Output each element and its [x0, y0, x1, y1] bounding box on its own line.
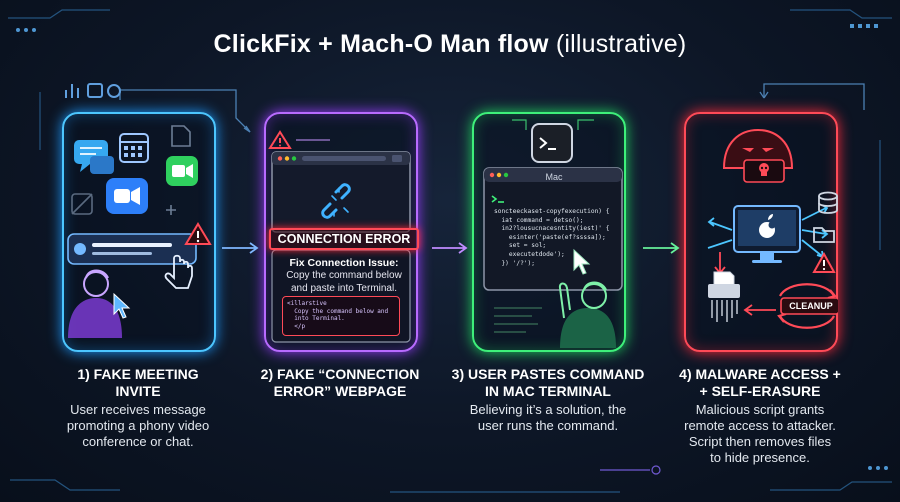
document-icon — [171, 125, 191, 147]
cleanup-label: CLEANUP — [789, 301, 833, 311]
heading-line: 1) FAKE MEETING — [77, 366, 199, 382]
description-line: Malicious script grants — [695, 402, 825, 417]
heading-line: ERROR” WEBPAGE — [273, 383, 407, 399]
arrow-2-3 — [432, 242, 468, 254]
terminal-window — [483, 167, 623, 291]
apple-monitor-icon — [733, 205, 801, 263]
heading-line: 4) MALWARE ACCESS + — [679, 366, 841, 382]
terminal-line: soncteeckaset-copyfexecution) { — [494, 208, 610, 215]
fix-instructions: Copy the command below and paste into Te… — [270, 270, 418, 295]
broken-link-icon — [321, 183, 351, 219]
fix-line: and paste into Terminal. — [291, 282, 397, 294]
chat-bubble-icon — [74, 140, 114, 174]
description-line: conference or chat. — [82, 434, 194, 449]
arrow-1-2 — [222, 242, 259, 254]
title-qualifier: (illustrative) — [555, 30, 687, 58]
calendar-icon — [119, 133, 149, 163]
heading-line: 3) USER PASTES COMMAND — [451, 366, 645, 382]
arrow-3-4 — [643, 242, 680, 254]
heading-line: 2) FAKE “CONNECTION — [260, 366, 420, 382]
terminal-line: executetdode'); — [494, 250, 565, 258]
step-3-illustration — [483, 119, 623, 348]
step-3-description: Believing it’s a solution, the user runs… — [448, 402, 648, 434]
description-line: Believing it’s a solution, the — [469, 402, 627, 417]
decor-square-icon — [71, 193, 93, 215]
terminal-line: set = sol; — [494, 242, 547, 250]
description-line: user runs the command. — [477, 418, 619, 433]
warning-icon — [268, 130, 292, 149]
terminal-title: Mac — [545, 172, 563, 182]
description-line: to hide presence. — [710, 450, 810, 465]
step-4-illustration — [707, 128, 838, 329]
step-4-heading: 4) MALWARE ACCESS + + SELF-ERASURE — [660, 366, 860, 400]
terminal-line: }) '/?'); — [494, 259, 535, 267]
terminal-line: iat command = detso(); — [494, 216, 584, 224]
description-line: Script then removes files — [688, 434, 832, 449]
warning-icon — [184, 222, 212, 245]
terminal-icon — [531, 123, 573, 163]
terminal-line: esinter('paste(ef?ssssa]); — [494, 233, 606, 241]
terminal-code: soncteeckaset-copyfexecution) { iat comm… — [494, 208, 618, 268]
facetime-icon — [166, 156, 198, 186]
step-1-description: User receives message promoting a phony … — [38, 402, 238, 450]
fix-line: Copy the command below — [286, 270, 402, 281]
notification-card-icon — [67, 233, 197, 265]
hacker-icon — [722, 128, 794, 183]
code-line: <illarstive — [287, 300, 327, 307]
shredder-icon — [708, 271, 740, 322]
step-4-description: Malicious script grants remote access to… — [660, 402, 860, 466]
skull-icon — [759, 163, 769, 176]
browser-window-icon — [271, 151, 411, 233]
code-line: </p — [287, 322, 306, 330]
connection-error-banner: CONNECTION ERROR — [269, 228, 419, 250]
step-2-heading: 2) FAKE “CONNECTION ERROR” WEBPAGE — [240, 366, 440, 400]
user-icon — [558, 281, 616, 348]
cursor-icon — [573, 248, 591, 275]
folder-icon — [813, 227, 835, 243]
heading-line: + SELF-ERASURE — [699, 383, 821, 399]
database-icon — [818, 191, 838, 214]
step-1-heading: 1) FAKE MEETING INVITE — [38, 366, 238, 400]
stats-icons — [65, 83, 121, 98]
warning-icon — [812, 251, 836, 273]
video-camera-icon — [106, 178, 148, 214]
description-line: remote access to attacker. — [684, 418, 836, 433]
terminal-line: in2?lousucnacesntity(iest)' { — [494, 225, 610, 233]
fix-heading: Fix Connection Issue: — [289, 257, 399, 269]
cursor-icon — [113, 292, 131, 319]
user-icon — [68, 269, 122, 338]
cleanup-icon — [777, 283, 838, 329]
code-line: Copy the command below and — [287, 307, 389, 315]
description-line: User receives message — [70, 402, 206, 417]
pointer-hand-icon — [164, 254, 193, 289]
plus-icon — [166, 205, 176, 215]
code-line: into Terminal. — [287, 315, 345, 322]
description-line: promoting a phony video — [66, 418, 210, 433]
step-3-heading: 3) USER PASTES COMMAND IN MAC TERMINAL — [448, 366, 648, 400]
title-main: ClickFix + Mach-O Man flow — [213, 30, 549, 58]
heading-line: INVITE — [115, 383, 161, 399]
step-1-illustration — [67, 125, 212, 338]
code-snippet-box[interactable]: <illarstive Copy the command below and i… — [282, 296, 400, 336]
page-title: ClickFix + Mach-O Man flow (illustrative… — [0, 30, 900, 59]
heading-line: IN MAC TERMINAL — [485, 383, 611, 399]
